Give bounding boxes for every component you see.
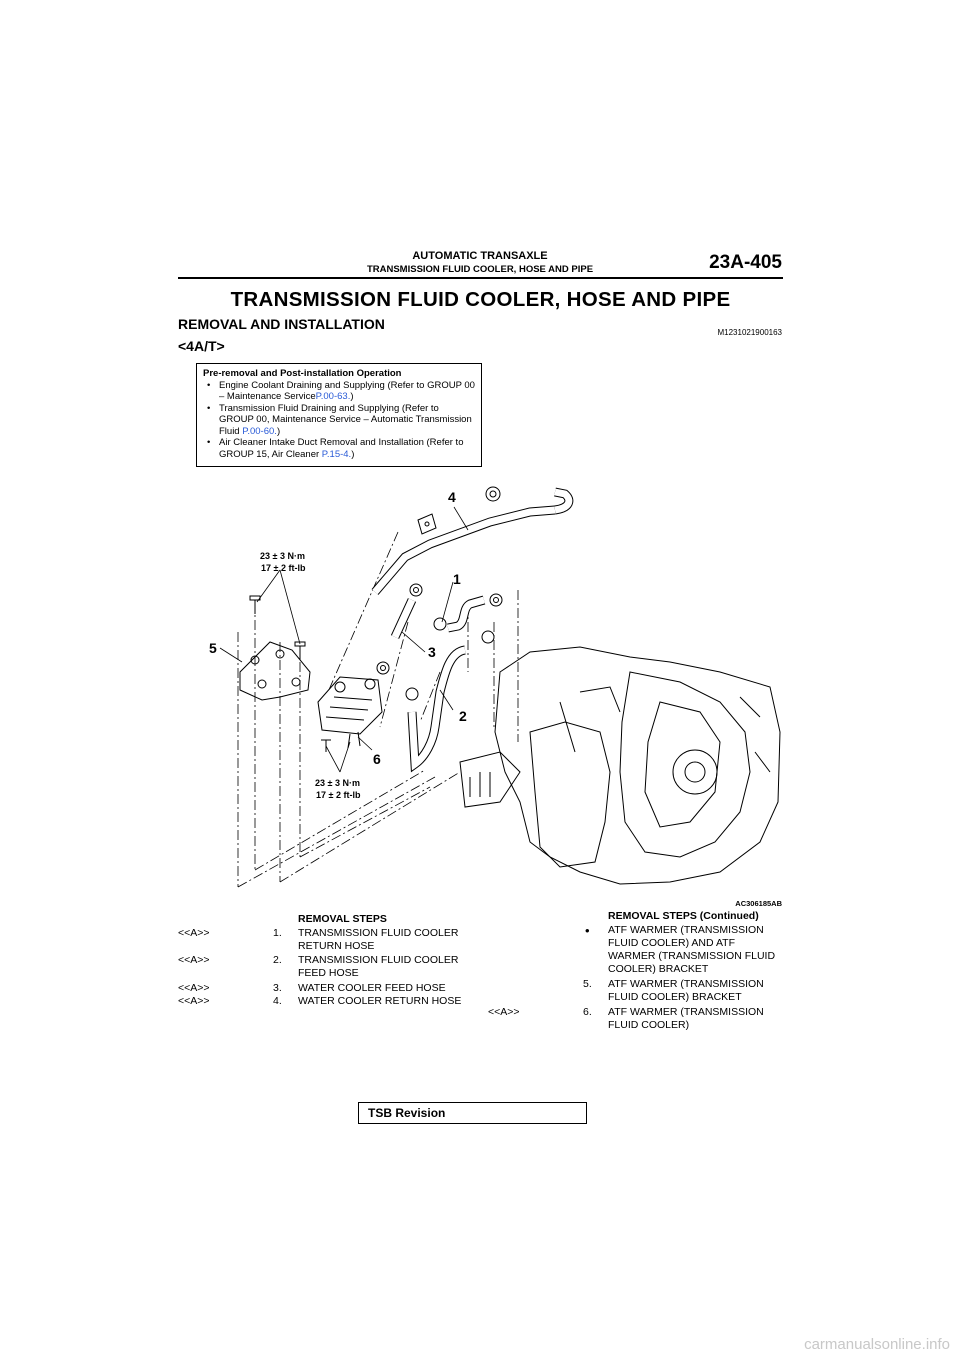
callout-1: 1	[453, 571, 461, 587]
torque-spec: 17 ± 2 ft-lb	[261, 563, 306, 573]
list-item: <<A>> 1. TRANSMISSION FLUID COOLER RETUR…	[178, 927, 459, 952]
pre-removal-box: Pre-removal and Post-installation Operat…	[196, 363, 482, 467]
list-item: • ATF WARMER (TRANSMISSION FLUID COOLER)…	[585, 923, 776, 975]
page-title: TRANSMISSION FLUID COOLER, HOSE AND PIPE	[230, 288, 731, 311]
callout-2: 2	[459, 708, 467, 724]
list-item: <<A>> 3. WATER COOLER FEED HOSE	[178, 982, 446, 994]
steps-heading: REMOVAL STEPS (Continued)	[608, 910, 759, 922]
torque-spec: 17 ± 2 ft-lb	[316, 790, 361, 800]
tsb-revision-box: TSB Revision	[358, 1102, 587, 1124]
header-rule	[178, 277, 783, 279]
figure-code: AC306185AB	[735, 899, 782, 908]
section-title: AUTOMATIC TRANSAXLE	[412, 250, 548, 262]
callout-5: 5	[209, 640, 217, 656]
page-reference-link[interactable]: P.00-60.	[242, 425, 277, 437]
pre-box-title: Pre-removal and Post-installation Operat…	[203, 368, 402, 379]
callout-3: 3	[428, 644, 436, 660]
pre-box-item: Engine Coolant Draining and Supplying (R…	[203, 380, 475, 403]
procedure-title: REMOVAL AND INSTALLATION	[178, 316, 385, 332]
document-code: M1231021900163	[717, 328, 782, 337]
pre-box-item: Air Cleaner Intake Duct Removal and Inst…	[203, 437, 475, 460]
callout-6: 6	[373, 751, 381, 767]
list-item: <<A>> 4. WATER COOLER RETURN HOSE	[178, 995, 462, 1007]
list-item: 5. ATF WARMER (TRANSMISSION FLUID COOLER…	[583, 978, 764, 1003]
steps-heading: REMOVAL STEPS	[298, 913, 387, 925]
list-item: <<A>> 6. ATF WARMER (TRANSMISSION FLUID …	[488, 1006, 764, 1031]
list-item: <<A>> 2. TRANSMISSION FLUID COOLER FEED …	[178, 954, 459, 979]
pre-box-item: Transmission Fluid Draining and Supplyin…	[203, 403, 475, 438]
variant-label: <4A/T>	[178, 338, 225, 354]
subsection-title: TRANSMISSION FLUID COOLER, HOSE AND PIPE	[366, 264, 594, 275]
torque-spec: 23 ± 3 N·m	[260, 551, 305, 561]
callout-4: 4	[448, 489, 456, 505]
torque-spec: 23 ± 3 N·m	[315, 778, 360, 788]
watermark: carmanualsonline.info	[804, 1336, 950, 1353]
pre-box-list: Engine Coolant Draining and Supplying (R…	[203, 380, 475, 461]
page-reference-link[interactable]: P.00-63.	[315, 391, 351, 402]
exploded-view-diagram: 4 1 3 2 5 6 23 ± 3 N·m 17 ± 2 ft-lb 23 ±…	[209, 486, 781, 888]
page-number: 23A-405	[709, 252, 782, 273]
page-reference-link[interactable]: P.15-4.	[321, 448, 352, 460]
